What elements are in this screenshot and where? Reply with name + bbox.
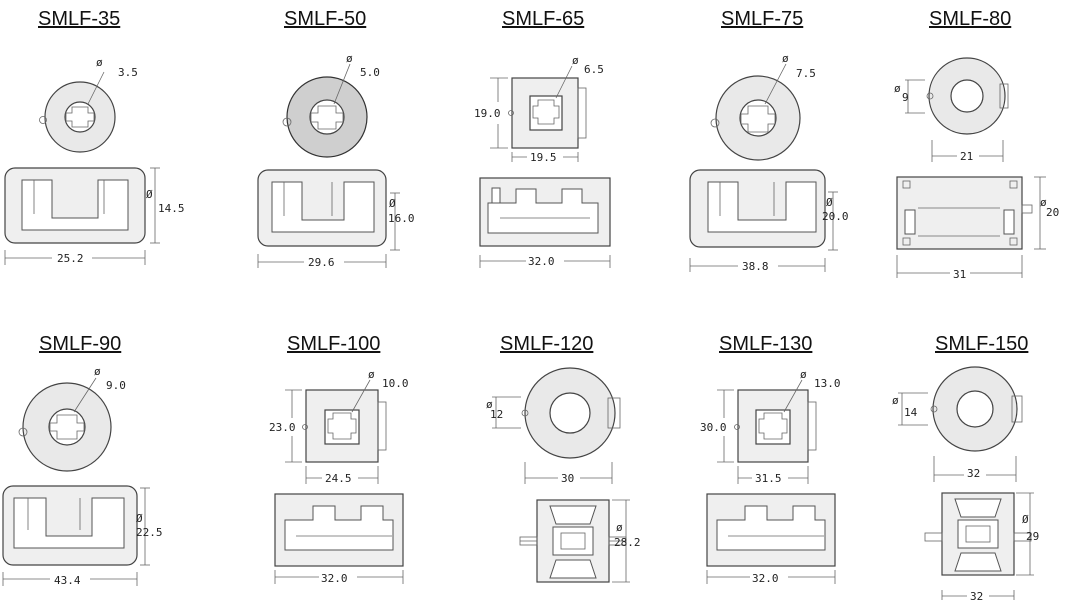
diameter-value: 14 — [904, 406, 918, 419]
diameter-symbol: Ø — [146, 188, 153, 201]
diameter-symbol: ø — [782, 52, 789, 65]
side-view: Ø 16.0 29.6 — [257, 169, 415, 269]
side-view: ø 28.2 — [519, 499, 641, 583]
diameter-symbol: ø — [94, 365, 101, 378]
part-title: SMLF-35 — [38, 8, 121, 30]
diameter-symbol: ø — [616, 521, 623, 534]
diameter-symbol: Ø — [1022, 513, 1029, 526]
width-value: 32 — [970, 590, 983, 603]
top-view: ø 12 30 — [486, 367, 621, 485]
top-view: ø 7.5 — [710, 52, 816, 161]
top-width-value: 24.5 — [325, 472, 352, 485]
diameter-symbol: ø — [368, 368, 375, 381]
height-value: 28.2 — [614, 536, 641, 549]
diameter-value: 10.0 — [382, 377, 409, 390]
top-view: ø 10.0 23.0 24.5 — [269, 368, 409, 485]
side-view: Ø 29 32 — [924, 492, 1039, 603]
width-value: 43.4 — [54, 574, 81, 587]
height-value: 20.0 — [822, 210, 849, 223]
top-view: ø 9 21 — [894, 57, 1009, 163]
part-title: SMLF-65 — [502, 8, 585, 30]
top-width-value: 32 — [967, 467, 980, 480]
side-view: 32.0 — [706, 493, 836, 585]
height-value: 29 — [1026, 530, 1039, 543]
part-title: SMLF-50 — [284, 8, 367, 30]
diameter-value: 5.0 — [360, 66, 380, 79]
top-width-value: 21 — [960, 150, 973, 163]
side-view: ø 20 31 — [896, 176, 1059, 281]
diameter-symbol: ø — [892, 394, 899, 407]
diameter-value: 13.0 — [814, 377, 841, 390]
width-value: 32.0 — [528, 255, 555, 268]
part-title: SMLF-75 — [721, 8, 804, 30]
side-view: 32.0 — [274, 493, 404, 585]
diameter-symbol: Ø — [389, 197, 396, 210]
width-value: 29.6 — [308, 256, 335, 269]
width-value: 25.2 — [57, 252, 84, 265]
width-value: 38.8 — [742, 260, 769, 273]
diameter-symbol: ø — [96, 56, 103, 69]
height-value: 22.5 — [136, 526, 163, 539]
top-width-value: 31.5 — [755, 472, 782, 485]
top-view: ø 3.5 — [39, 56, 138, 153]
part-title: SMLF-100 — [287, 333, 381, 355]
diameter-symbol: ø — [800, 368, 807, 381]
diameter-symbol: Ø — [136, 512, 143, 525]
top-width-value: 19.5 — [530, 151, 557, 164]
diameter-symbol: Ø — [826, 196, 833, 209]
width-value: 31 — [953, 268, 966, 281]
diameter-symbol: ø — [572, 54, 579, 67]
side-view: Ø 14.5 25.2 — [4, 167, 185, 265]
width-value: 32.0 — [752, 572, 779, 585]
diameter-value: 12 — [490, 408, 503, 421]
top-height-value: 30.0 — [700, 421, 727, 434]
top-view: ø 6.5 19.0 19.5 — [474, 54, 604, 164]
top-view: ø 13.0 30.0 31.5 — [700, 368, 841, 485]
diameter-symbol: ø — [1040, 196, 1047, 209]
part-title: SMLF-150 — [935, 333, 1029, 355]
diameter-value: 6.5 — [584, 63, 604, 76]
diameter-value: 9.0 — [106, 379, 126, 392]
diameter-value: 3.5 — [118, 66, 138, 79]
diameter-value: 7.5 — [796, 67, 816, 80]
top-height-value: 19.0 — [474, 107, 501, 120]
diameter-value: 9 — [902, 91, 909, 104]
width-value: 32.0 — [321, 572, 348, 585]
diameter-symbol: ø — [346, 52, 353, 65]
height-value: 20 — [1046, 206, 1059, 219]
height-value: 14.5 — [158, 202, 185, 215]
side-view: Ø 20.0 38.8 — [689, 169, 849, 273]
diameter-symbol: ø — [486, 398, 493, 411]
top-view: ø 9.0 — [18, 365, 126, 472]
top-view: ø 5.0 — [282, 52, 380, 158]
side-view: Ø 22.5 43.4 — [2, 485, 163, 587]
height-value: 16.0 — [388, 212, 415, 225]
part-title: SMLF-130 — [719, 333, 813, 355]
top-height-value: 23.0 — [269, 421, 296, 434]
top-width-value: 30 — [561, 472, 574, 485]
side-view: 32.0 — [479, 177, 611, 268]
top-view: ø 14 32 — [892, 366, 1023, 482]
part-title: SMLF-80 — [929, 8, 1012, 30]
part-title: SMLF-120 — [500, 333, 594, 355]
diameter-symbol: ø — [894, 82, 901, 95]
part-title: SMLF-90 — [39, 333, 122, 355]
